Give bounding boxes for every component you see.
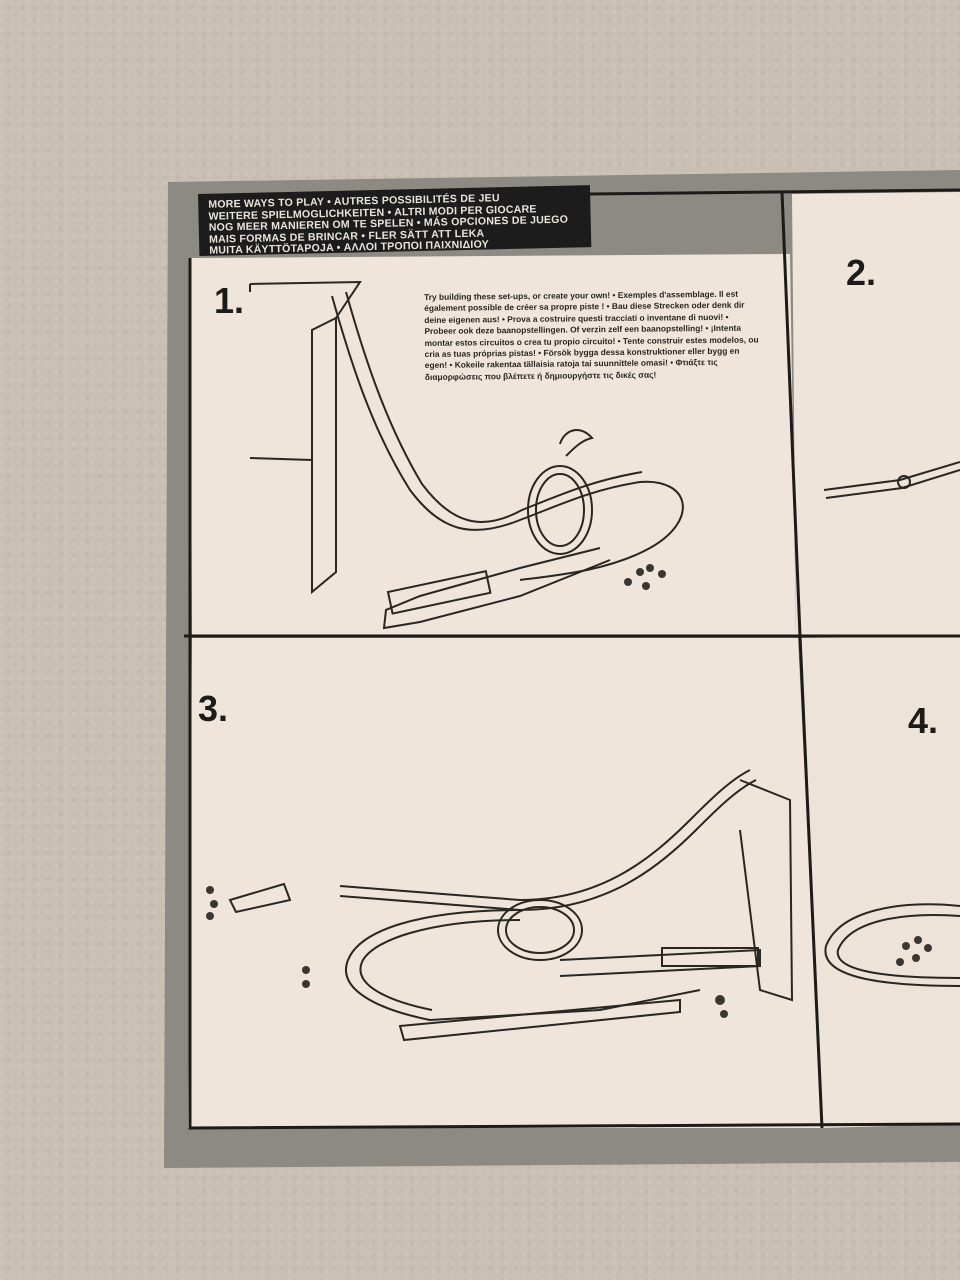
step-number-4: 4. bbox=[908, 700, 939, 741]
panel-4-background bbox=[800, 636, 960, 1128]
divider-vertical bbox=[780, 191, 802, 637]
panel-1-pieces bbox=[624, 564, 666, 590]
loop bbox=[527, 465, 593, 555]
tall-slope-track-inner bbox=[345, 291, 643, 523]
panel-2-track bbox=[823, 461, 960, 491]
long-strip bbox=[398, 998, 681, 1042]
step-number-1: 1. bbox=[214, 280, 245, 321]
panel-4-illustration bbox=[824, 903, 960, 987]
table-outline bbox=[249, 280, 362, 595]
step-number-3: 3. bbox=[198, 688, 229, 729]
small-ramp bbox=[228, 882, 292, 914]
launcher-track bbox=[382, 547, 611, 630]
loop-3-inner bbox=[505, 906, 575, 954]
flame-logo bbox=[559, 429, 594, 457]
step-number-2: 2. bbox=[846, 252, 877, 293]
launcher bbox=[386, 570, 492, 615]
launch-lane bbox=[559, 948, 761, 977]
curve-track-inner bbox=[359, 919, 521, 1011]
header-banner: MORE WAYS TO PLAY • AUTRES POSSIBILITÉS … bbox=[198, 185, 592, 257]
table-edge-lines bbox=[249, 284, 313, 461]
inner-frame bbox=[188, 258, 960, 1130]
divider-vertical-lower bbox=[798, 635, 824, 1129]
panel-2-background bbox=[792, 192, 960, 636]
table-3 bbox=[739, 779, 794, 1002]
panel-1-background bbox=[190, 254, 796, 636]
panel-4-oval-track-inner bbox=[836, 914, 960, 979]
curve-track bbox=[345, 909, 701, 1022]
panel-1-illustration bbox=[249, 280, 684, 630]
panel-2-illustration bbox=[823, 461, 960, 499]
panel-3-illustration bbox=[228, 769, 794, 1042]
loop-3 bbox=[497, 899, 583, 961]
big-ramp bbox=[339, 769, 751, 902]
panel-3-background bbox=[188, 638, 822, 1128]
tall-slope-track bbox=[331, 295, 684, 581]
panel-4-pieces bbox=[896, 936, 932, 966]
launcher-3 bbox=[661, 947, 759, 967]
instructions-text: Try building these set-ups, or create yo… bbox=[424, 288, 759, 382]
loop-inner bbox=[535, 473, 585, 547]
panel-4-oval-track bbox=[824, 903, 960, 987]
top-frame-line bbox=[589, 188, 960, 196]
panel-3-pieces bbox=[206, 886, 728, 1018]
